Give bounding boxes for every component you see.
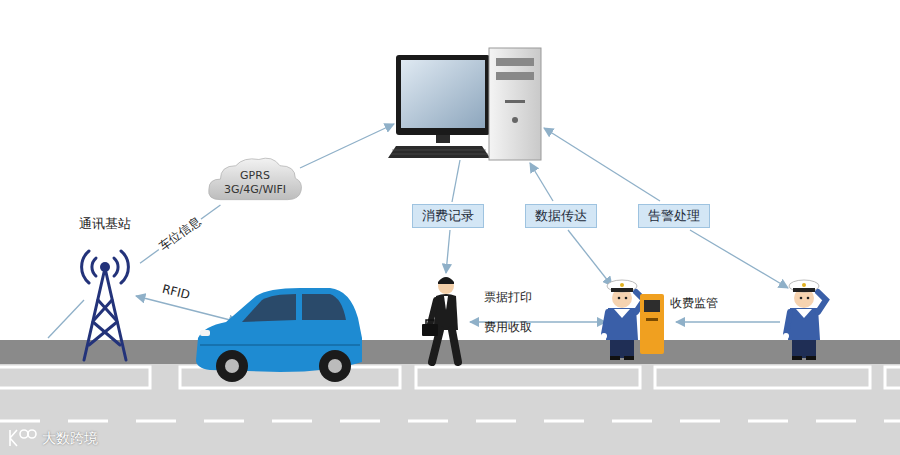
node-text: 数据传达 <box>535 207 587 225</box>
station-label: 通讯基站 <box>70 215 140 233</box>
network-cloud: GPRS 3G/4G/WIFI <box>207 155 303 205</box>
flow-label-box: 消费记录 <box>412 204 484 228</box>
node-text: 消费记录 <box>422 207 474 225</box>
flow-label-box: 告警处理 <box>638 204 710 228</box>
action-label: 收费监管 <box>670 295 718 312</box>
edge-label: 车位信息 <box>154 212 206 256</box>
flow-label-box: 数据传达 <box>525 204 597 228</box>
connector <box>140 205 220 263</box>
action-label: 费用收取 <box>484 319 532 336</box>
watermark: 大数跨境 <box>42 430 98 448</box>
node-text: GPRS 3G/4G/WIFI <box>220 169 290 197</box>
base-station: 通讯基站 <box>70 215 140 362</box>
protocol-label: RFID <box>161 282 192 302</box>
action-label: 票据打印 <box>484 289 532 306</box>
cloud-outline <box>209 158 302 199</box>
node-text: 告警处理 <box>648 207 700 225</box>
